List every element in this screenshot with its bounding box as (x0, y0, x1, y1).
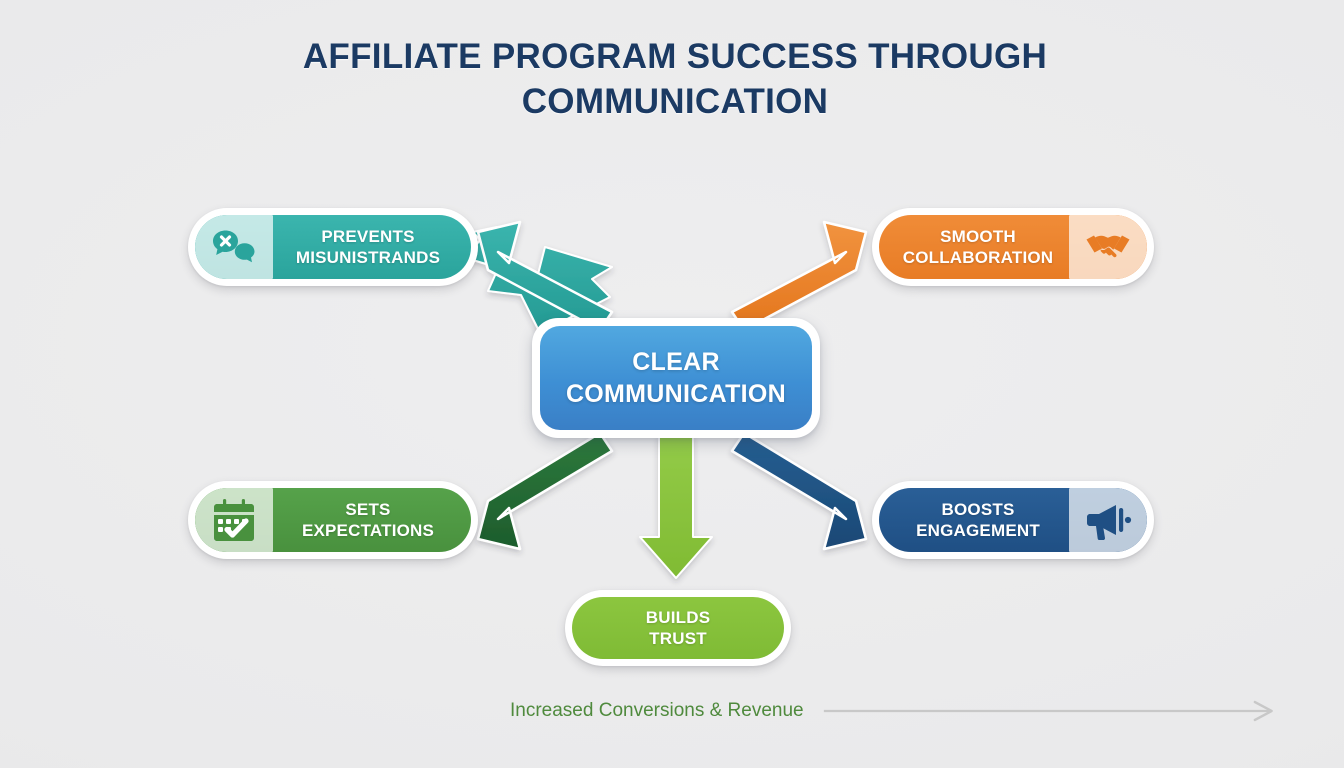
node-collaboration-line-1: SMOOTH (940, 227, 1016, 246)
node-trust-line-2: TRUST (649, 629, 707, 648)
node-smooth-collaboration[interactable]: SMOOTH COLLABORATION (872, 208, 1154, 286)
footer-arrow-icon (823, 700, 1273, 722)
title-line-1: AFFILIATE PROGRAM SUCCESS THROUGH (302, 37, 1048, 76)
title-line-2: COMMUNICATION (521, 82, 829, 121)
arrow-to-engagement (730, 431, 868, 551)
speech-bubbles-x-icon (195, 215, 273, 279)
calendar-check-icon (195, 488, 273, 552)
node-prevents-label: PREVENTS MISUNISTRANDS (195, 226, 471, 268)
node-boosts-engagement[interactable]: BOOSTS ENGAGEMENT (872, 481, 1154, 559)
node-engagement-line-2: ENGAGEMENT (916, 521, 1040, 540)
megaphone-icon (1069, 488, 1147, 552)
node-prevents-misunderstandings[interactable]: PREVENTS MISUNISTRANDS (188, 208, 478, 286)
center-line-1: CLEAR (632, 348, 720, 376)
node-sets-expectations[interactable]: SETS EXPECTATIONS (188, 481, 478, 559)
node-expectations-line-1: SETS (345, 500, 391, 519)
node-builds-trust[interactable]: BUILDS TRUST (565, 590, 791, 666)
node-expectations-line-2: EXPECTATIONS (301, 521, 435, 540)
node-collaboration-label: SMOOTH COLLABORATION (879, 226, 1147, 268)
node-prevents-line-1: PREVENTS (321, 227, 415, 246)
node-trust-label: BUILDS TRUST (572, 607, 784, 649)
arrow-to-prevents (465, 220, 614, 334)
node-collaboration-line-2: COLLABORATION (902, 248, 1054, 267)
node-engagement-label: BOOSTS ENGAGEMENT (879, 499, 1147, 541)
node-expectations-label: SETS EXPECTATIONS (195, 499, 471, 541)
node-clear-communication[interactable]: CLEAR COMMUNICATION (532, 318, 820, 438)
node-trust-line-1: BUILDS (645, 608, 711, 627)
arrow-to-expectations (476, 431, 614, 551)
handshake-icon (1069, 215, 1147, 279)
node-engagement-line-1: BOOSTS (941, 500, 1015, 519)
arrow-to-trust (639, 435, 713, 579)
node-prevents-line-2: MISUNISTRANDS (295, 248, 441, 267)
footer-label: Increased Conversions & Revenue (510, 700, 804, 721)
center-line-2: COMMUNICATION (565, 380, 787, 408)
page-title: AFFILIATE PROGRAM SUCCESS THROUGH COMMUN… (290, 34, 1060, 124)
arrow-to-collaboration (730, 220, 868, 332)
footer-outcome: Increased Conversions & Revenue (510, 700, 1290, 722)
center-node-label: CLEAR COMMUNICATION (566, 346, 786, 410)
